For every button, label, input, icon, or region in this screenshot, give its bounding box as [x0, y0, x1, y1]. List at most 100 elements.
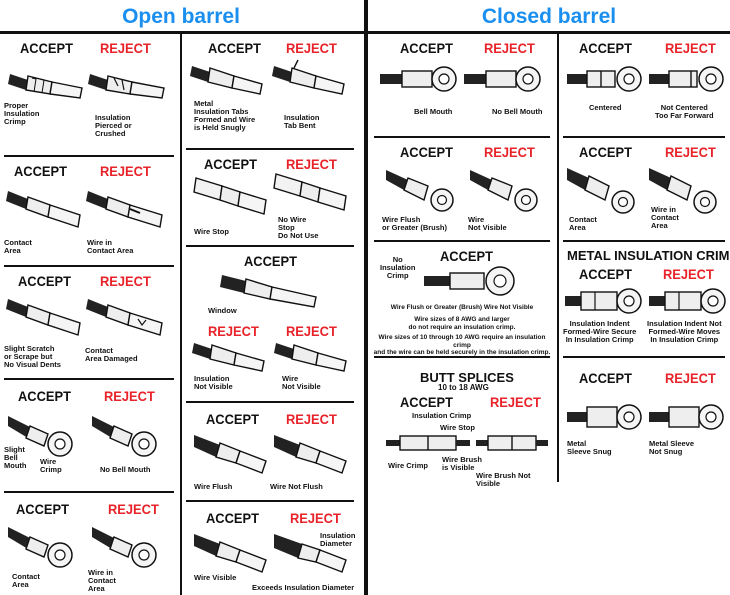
- center-divider: [364, 0, 368, 595]
- accept-caption: Slight Scratch or Scrape but No Visual D…: [4, 344, 61, 369]
- accept-heading: ACCEPT: [16, 501, 69, 517]
- reject-heading: REJECT: [290, 510, 341, 526]
- open-barrel-terminal-icon: [220, 275, 317, 308]
- reject-caption: Not Centered Too Far Forward: [655, 103, 714, 120]
- reject-heading: REJECT: [286, 40, 337, 56]
- reject-heading: REJECT: [208, 323, 259, 339]
- reject-heading: REJECT: [663, 266, 714, 282]
- ring-terminal-icon: [567, 66, 642, 92]
- open-barrel-terminal-icon: [193, 177, 267, 215]
- reject-heading: REJECT: [665, 40, 716, 56]
- separator: [4, 491, 174, 493]
- open-barrel-terminal-icon: [190, 66, 263, 95]
- note-text: Wire sizes of 10 through 10 AWG require …: [373, 334, 551, 356]
- accept-heading: ACCEPT: [206, 411, 259, 427]
- open-barrel-terminal-icon: [6, 191, 81, 228]
- open-barrel-terminal-icon: [272, 59, 345, 95]
- accept-caption: Centered: [589, 103, 622, 112]
- reject-heading: REJECT: [100, 40, 151, 56]
- reject-caption: Wire Not Flush: [270, 482, 323, 491]
- accept-caption: Contact Area: [4, 238, 32, 255]
- ring-terminal-icon: [649, 288, 726, 314]
- closed-col-divider: [557, 34, 559, 482]
- separator: [4, 155, 174, 157]
- accept-caption: Contact Area: [569, 215, 597, 232]
- ring-terminal-icon: [649, 404, 724, 430]
- reject-caption: Wire in Contact Area: [651, 205, 679, 230]
- closed-c1-row1: ACCEPT REJECT Bell Mouth No Bell Mouth: [368, 34, 556, 136]
- accept-heading: ACCEPT: [204, 156, 257, 172]
- accept-caption: Proper Insulation Crimp: [4, 101, 40, 126]
- accept-heading: ACCEPT: [400, 40, 453, 56]
- accept-heading: ACCEPT: [440, 248, 493, 264]
- open-c1-row1: ACCEPT REJECT Proper Insulation Crimp In…: [0, 34, 180, 154]
- accept-caption: Wire Stop: [440, 423, 475, 432]
- open-c2-row4: ACCEPT REJECT Wire Flush Wire Not Flush: [182, 403, 364, 501]
- butt-splice-icon: [386, 435, 470, 451]
- reject-caption: Insulation Indent Not Formed-Wire Moves …: [647, 319, 722, 344]
- open-barrel-terminal-icon: [8, 74, 83, 99]
- open-barrel-terminal-icon: [86, 191, 163, 228]
- accept-caption: Metal Insulation Tabs Formed and Wire is…: [194, 99, 256, 132]
- accept-heading: ACCEPT: [206, 510, 259, 526]
- section-title: METAL INSULATION CRIMP: [567, 248, 730, 263]
- accept-heading: ACCEPT: [244, 253, 297, 269]
- reject-heading: REJECT: [665, 370, 716, 386]
- closed-c1-row3: ACCEPT No Insulation Crimp Wire Flush or…: [368, 242, 556, 356]
- open-barrel-header: Open barrel: [122, 5, 240, 28]
- ring-terminal-icon: [464, 66, 541, 92]
- accept-heading: ACCEPT: [14, 163, 67, 179]
- note-text: Wire Flush or Greater (Brush) Wire Not V…: [390, 304, 534, 311]
- separator: [186, 500, 354, 502]
- separator: [374, 240, 550, 242]
- open-barrel-terminal-icon: [86, 299, 163, 336]
- closed-c1-butt-splices: BUTT SPLICES 10 to 18 AWG ACCEPT REJECT …: [368, 358, 556, 488]
- ring-terminal-icon: [649, 66, 724, 92]
- accept-caption: Wire Flush or Greater (Brush): [382, 215, 448, 232]
- ring-terminal-icon: [565, 288, 642, 314]
- reject-caption: Contact Area Damaged: [85, 346, 138, 363]
- reject-heading: REJECT: [286, 411, 337, 427]
- accept-caption: Wire Flush: [194, 482, 233, 491]
- closed-c2-row2: ACCEPT REJECT Contact Area Wire in Conta…: [559, 138, 730, 240]
- accept-caption: Wire Crimp: [388, 461, 428, 470]
- reject-caption: No Wire Stop Do Not Use: [278, 215, 319, 240]
- accept-heading: ACCEPT: [400, 144, 453, 160]
- reject-caption: Insulation Tab Bent: [284, 113, 320, 130]
- accept-caption: Window: [208, 306, 237, 315]
- reject-caption: Insulation Not Visible: [194, 374, 233, 391]
- separator: [186, 148, 354, 150]
- separator: [4, 265, 174, 267]
- section-subtitle: 10 to 18 AWG: [438, 383, 489, 392]
- open-c2-row2: ACCEPT REJECT Wire Stop No Wire Stop Do …: [182, 150, 364, 246]
- accept-caption: Wire Stop: [194, 227, 229, 236]
- reject-caption: Exceeds Insulation Diameter: [252, 583, 355, 592]
- accept-caption: Insulation Crimp: [412, 411, 472, 420]
- open-barrel-terminal-icon: [274, 435, 347, 474]
- separator: [4, 378, 174, 380]
- accept-heading: ACCEPT: [20, 40, 73, 56]
- reject-caption: Wire Not Visible: [282, 374, 321, 391]
- open-c2-row1: ACCEPT REJECT Metal Insulation Tabs Form…: [182, 34, 364, 148]
- accept-heading: ACCEPT: [400, 394, 453, 410]
- open-barrel-terminal-icon: [274, 343, 347, 372]
- open-barrel-terminal-icon: [194, 435, 267, 474]
- accept-heading: ACCEPT: [579, 266, 632, 282]
- accept-caption: Contact Area: [12, 572, 40, 589]
- open-c2-row3: ACCEPT Window REJECT REJECT Insulation N…: [182, 247, 364, 401]
- separator: [374, 136, 550, 138]
- open-c1-row3: ACCEPT REJECT Slight Scratch or Scrape b…: [0, 267, 180, 377]
- ring-terminal-icon: [567, 168, 635, 214]
- open-col-divider: [180, 34, 182, 595]
- accept-caption: Bell Mouth: [414, 107, 453, 116]
- reject-heading: REJECT: [665, 144, 716, 160]
- ring-terminal-icon: [470, 170, 538, 212]
- reject-caption: No Bell Mouth: [100, 465, 151, 474]
- accept-heading: ACCEPT: [579, 144, 632, 160]
- separator: [563, 240, 725, 242]
- accept-caption: Wire Brush is Visible: [442, 455, 482, 472]
- reject-heading: REJECT: [108, 501, 159, 517]
- note-text: Wire sizes of 8 AWG and larger do not re…: [408, 316, 516, 331]
- reject-caption: Wire in Contact Area: [88, 568, 116, 593]
- reject-caption: Insulation Pierced or Crushed: [95, 113, 132, 138]
